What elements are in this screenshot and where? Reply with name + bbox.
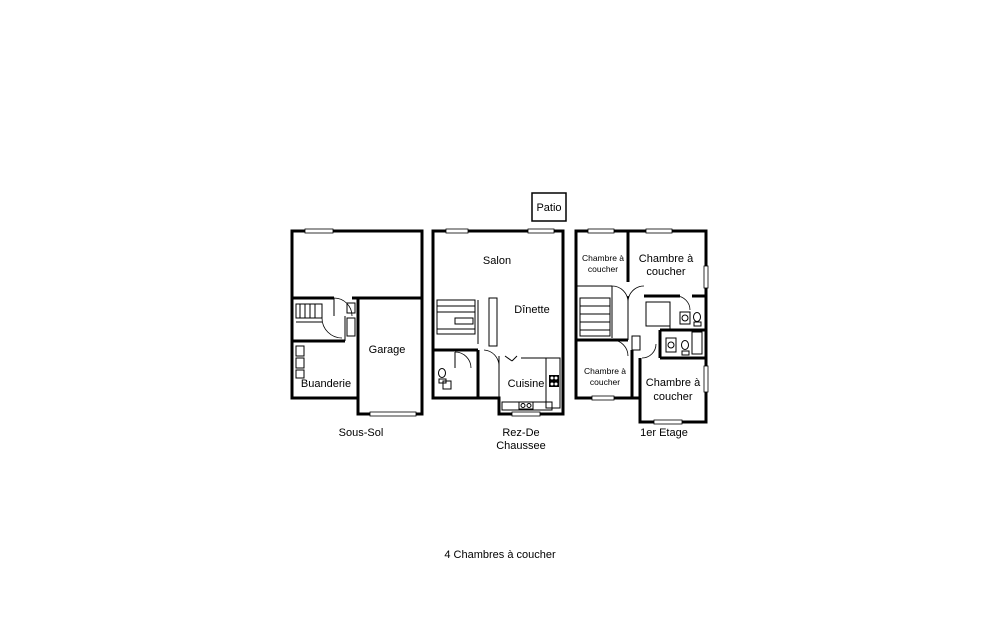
floor-sous-sol: Garage Buanderie Sous-Sol — [290, 228, 424, 439]
room-chambre-ne-line1: Chambre à — [639, 253, 694, 265]
stairs — [295, 303, 323, 323]
floor-1er-etage: Chambre à coucher Chambre à coucher Cham… — [574, 228, 709, 439]
room-cuisine: Cuisine — [508, 378, 545, 390]
room-buanderie: Buanderie — [301, 378, 351, 390]
caption-1er-etage: 1er Etage — [640, 427, 688, 439]
room-chambre-sw-line2: coucher — [590, 377, 620, 387]
bathroom — [438, 351, 472, 390]
room-chambre-sw-line1: Chambre à — [584, 366, 626, 376]
room-garage: Garage — [369, 344, 406, 356]
stairs — [436, 299, 476, 335]
room-chambre-se-line1: Chambre à — [646, 377, 701, 389]
patio: Patio — [531, 192, 567, 222]
room-chambre-se-line2: coucher — [653, 391, 692, 403]
stove-icon — [549, 375, 559, 387]
caption-rez-line1: Rez-De — [502, 427, 539, 439]
caption-rez-line2: Chaussee — [496, 440, 546, 452]
patio-label: Patio — [536, 202, 561, 214]
room-chambre-ne-line2: coucher — [646, 266, 685, 278]
stairs — [579, 297, 611, 337]
footer-bedroom-count: 4 Chambres à coucher — [444, 549, 556, 561]
bathroom-fixtures — [665, 311, 703, 356]
sink-icon — [518, 401, 534, 410]
room-salon: Salon — [483, 255, 511, 267]
floor-rez-de-chaussee: Salon Dînette Cuisine Rez-De Chaussee — [431, 228, 565, 452]
laundry-appliances — [295, 345, 305, 379]
caption-sous-sol: Sous-Sol — [339, 427, 384, 439]
room-chambre-nw-line1: Chambre à — [582, 253, 624, 263]
room-dinette: Dînette — [514, 304, 549, 316]
room-chambre-nw-line2: coucher — [588, 264, 618, 274]
